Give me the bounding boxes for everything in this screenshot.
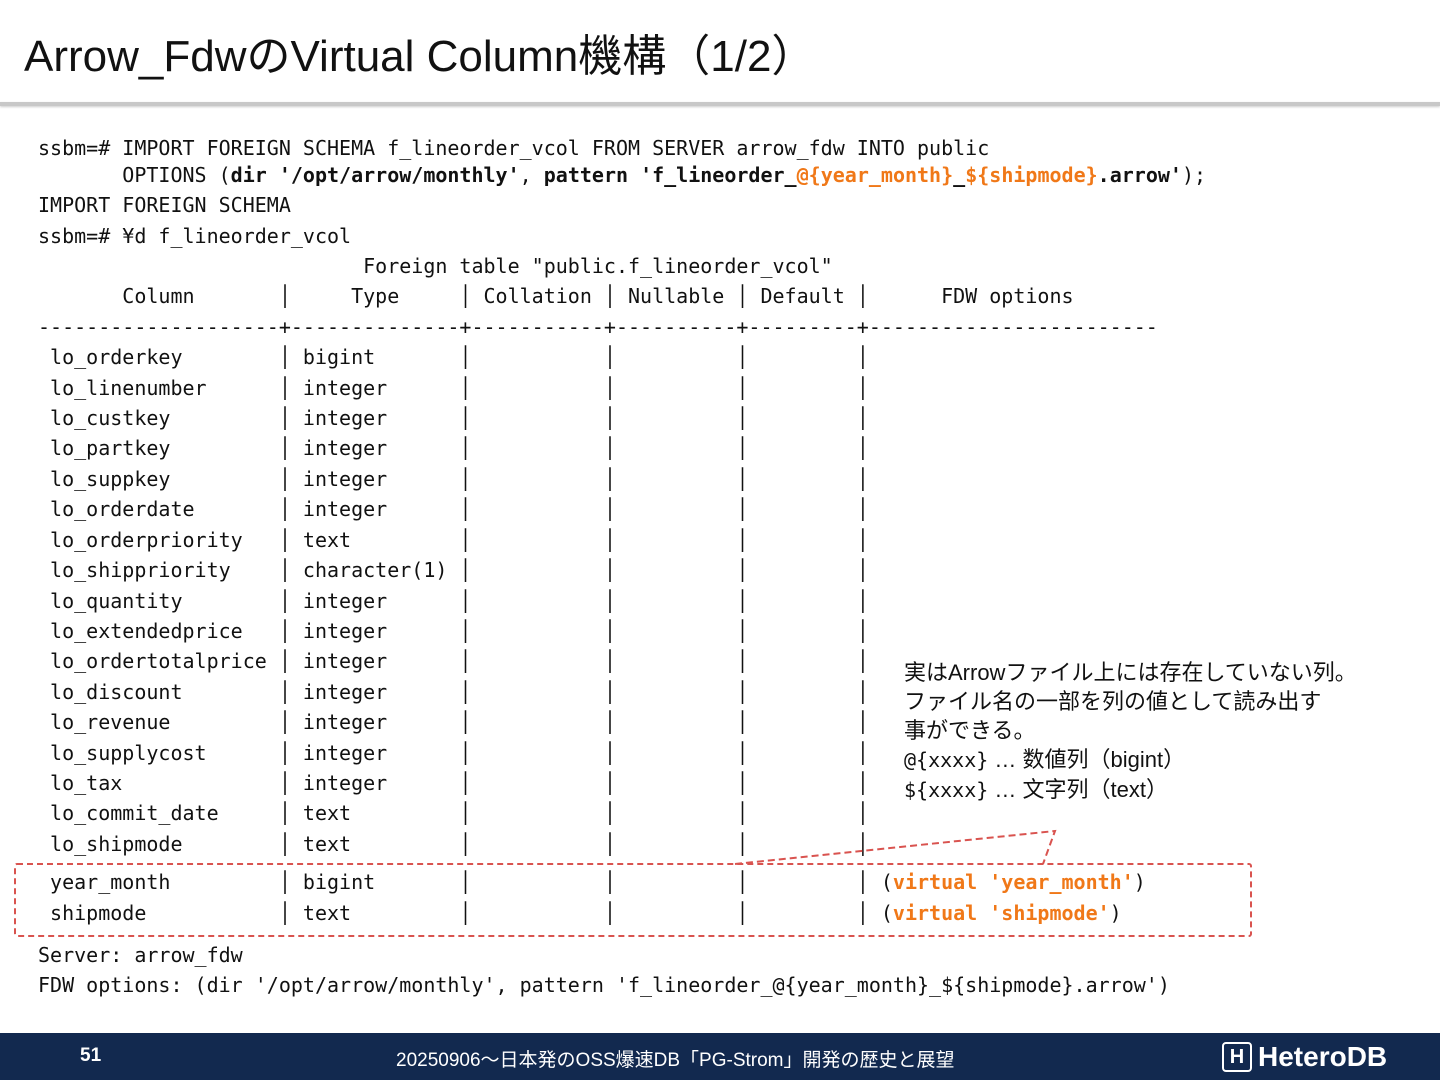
virtual-shipmode-option: virtual 'shipmode' <box>892 901 1110 925</box>
logo-mark-icon: H <box>1222 1042 1252 1072</box>
table-row: lo_orderkey │ bigint │ │ │ │ <box>38 345 869 369</box>
options-mid: _ <box>953 163 966 187</box>
table-row: lo_supplycost │ integer │ │ │ │ <box>38 741 869 765</box>
footer-title: 20250906～日本発のOSS爆速DB「PG-Strom」開発の歴史と展望 <box>396 1050 955 1071</box>
table-separator: --------------------+--------------+----… <box>38 315 1158 339</box>
table-row: lo_commit_date │ text │ │ │ │ <box>38 801 869 825</box>
footer-bar: 51 20250906～日本発のOSS爆速DB「PG-Strom」開発の歴史と展… <box>0 1033 1440 1080</box>
table-row: lo_orderpriority │ text │ │ │ │ <box>38 528 869 552</box>
page-number: 51 <box>80 1045 102 1066</box>
virtual-row-shipmode: shipmode │ text │ │ │ │ (virtual 'shipmo… <box>38 901 1122 925</box>
table-row: lo_partkey │ integer │ │ │ │ <box>38 436 869 460</box>
virtual-year-month-option: virtual 'year_month' <box>892 870 1134 894</box>
table-header: Column │ Type │ Collation │ Nullable │ D… <box>38 284 1074 308</box>
virtual-row-suffix: ) <box>1133 870 1146 894</box>
table-row: lo_tax │ integer │ │ │ │ <box>38 771 869 795</box>
table-row: lo_quantity │ integer │ │ │ │ <box>38 589 869 613</box>
import-command: ssbm=# IMPORT FOREIGN SCHEMA f_lineorder… <box>38 136 990 160</box>
options-end: ); <box>1181 163 1207 187</box>
virtual-row-prefix: year_month │ bigint │ │ │ │ ( <box>38 870 893 894</box>
callout-line: 実はArrowファイル上には存在していない列。 <box>904 660 1357 685</box>
table-row: lo_revenue │ integer │ │ │ │ <box>38 710 869 734</box>
table-row: lo_linenumber │ integer │ │ │ │ <box>38 376 869 400</box>
numeric-desc: … 数値列（bigint） <box>988 747 1186 772</box>
import-result: IMPORT FOREIGN SCHEMA <box>38 193 291 217</box>
callout-note: 実はArrowファイル上には存在していない列。 ファイル名の一部を列の値として読… <box>904 658 1357 805</box>
virtual-row-suffix: ) <box>1109 901 1122 925</box>
table-row: lo_custkey │ integer │ │ │ │ <box>38 406 869 430</box>
options-shipmode-token: ${shipmode} <box>965 163 1098 187</box>
virtual-row-prefix: shipmode │ text │ │ │ │ ( <box>38 901 893 925</box>
virtual-row-year-month: year_month │ bigint │ │ │ │ (virtual 'ye… <box>38 870 1146 894</box>
logo-text: HeteroDB <box>1258 1041 1388 1072</box>
table-row: lo_extendedprice │ integer │ │ │ │ <box>38 619 869 643</box>
string-desc: … 文字列（text） <box>988 777 1168 802</box>
options-year-month-token: @{year_month} <box>796 163 954 187</box>
table-row: lo_orderdate │ integer │ │ │ │ <box>38 497 869 521</box>
options-pattern-post: .arrow' <box>1097 163 1182 187</box>
foreign-table-title: Foreign table "public.f_lineorder_vcol" <box>38 254 833 278</box>
describe-command: ssbm=# ¥d f_lineorder_vcol <box>38 224 352 248</box>
import-options-line: OPTIONS (dir '/opt/arrow/monthly', patte… <box>38 163 1206 187</box>
title-divider <box>0 102 1440 106</box>
callout-numeric-row: @{xxxx} … 数値列（bigint） <box>904 745 1357 775</box>
table-row: lo_ordertotalprice │ integer │ │ │ │ <box>38 649 869 673</box>
slide-title: Arrow_FdwのVirtual Column機構（1/2） <box>24 32 816 81</box>
table-row: lo_suppkey │ integer │ │ │ │ <box>38 467 869 491</box>
options-indent: OPTIONS ( <box>38 163 231 187</box>
table-row: lo_discount │ integer │ │ │ │ <box>38 680 869 704</box>
fdw-options-line: FDW options: (dir '/opt/arrow/monthly', … <box>38 973 1170 997</box>
options-pattern-pre: pattern 'f_lineorder_ <box>543 163 797 187</box>
options-sep: , <box>519 163 544 187</box>
heterodb-logo: H HeteroDB <box>1222 1040 1387 1074</box>
callout-string-row: ${xxxx} … 文字列（text） <box>904 775 1357 805</box>
string-token: ${xxxx} <box>904 778 989 802</box>
table-row: lo_shippriority │ character(1) │ │ │ │ <box>38 558 869 582</box>
virtual-columns-highlight <box>14 863 1252 937</box>
callout-line: 事ができる。 <box>904 718 1036 743</box>
table-row: lo_shipmode │ text │ │ │ │ <box>38 832 869 856</box>
callout-line: ファイル名の一部を列の値として読み出す <box>904 689 1322 714</box>
options-dir: dir '/opt/arrow/monthly' <box>230 163 520 187</box>
server-line: Server: arrow_fdw <box>38 943 243 967</box>
numeric-token: @{xxxx} <box>904 748 989 772</box>
